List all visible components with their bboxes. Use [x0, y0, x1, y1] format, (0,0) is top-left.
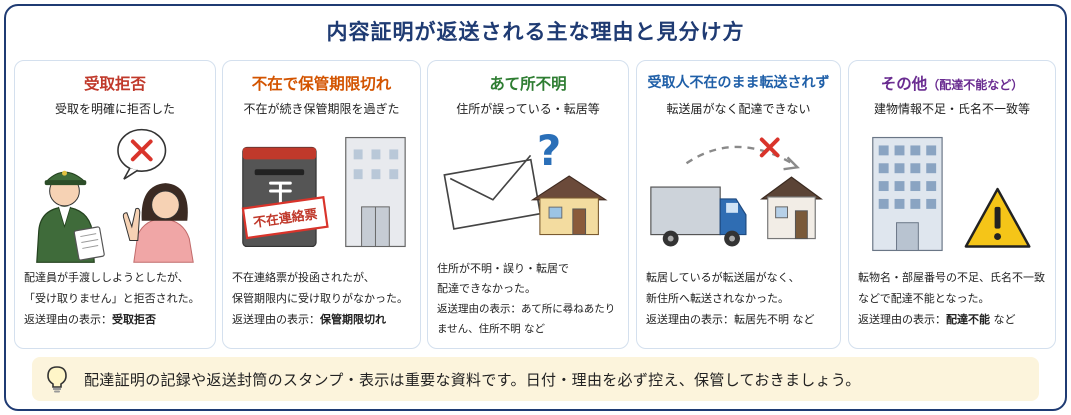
- card-subtitle: 建物情報不足・氏名不一致等: [873, 102, 1030, 116]
- display-value: 保管期限切れ: [320, 313, 386, 326]
- card-subtitle: 受取を明確に拒否した: [54, 102, 175, 116]
- expired-illustration: 不在連絡票: [241, 136, 406, 248]
- card-title: 受取拒否: [83, 75, 146, 93]
- page-title: 内容証明が返送される主な理由と見分け方: [326, 20, 745, 44]
- card-subtitle: 不在が続き保管期限を過ぎた: [243, 102, 400, 116]
- refusal-bubble-icon: [117, 128, 167, 180]
- footer-note-box: 配達証明の記録や返送封筒のスタンプ・表示は重要な資料です。日付・理由を必ず控え、…: [32, 357, 1039, 401]
- other-illustration: [872, 136, 1031, 252]
- card-description: 不在連絡票が投函されたが、 保管期限内に受け取りがなかった。 返送理由の表示：保…: [232, 267, 414, 330]
- card-expired: 不在で保管期限切れ 不在が続き保管期限を過ぎた 不在連絡票 不在連絡票が: [222, 60, 421, 349]
- card-description: 住所が不明・誤り・転居で 配達できなかった。 返送理由の表示：あて所に尋ねあたり…: [437, 259, 622, 339]
- display-value: 配達不能: [946, 313, 990, 326]
- card-title: その他（配達不能など）: [849, 72, 1055, 94]
- card-title: 受取人不在のまま転送されず: [647, 75, 830, 91]
- card-other: その他（配達不能など） 建物情報不足・氏名不一致等: [848, 60, 1056, 349]
- description-line: 住所が不明・誤り・転居で: [437, 262, 569, 275]
- return-reason-display: 返送理由の表示：受取拒否: [24, 309, 209, 330]
- description-line: 転居しているが転送届がなく、: [646, 271, 800, 284]
- x-mark-icon: [759, 137, 780, 158]
- card-subtitle: 住所が誤っている・転居等: [456, 102, 600, 116]
- card-title: あて所不明: [489, 75, 567, 93]
- description-line: 返送理由の表示：あて所に尋ねあたり: [437, 303, 616, 315]
- refusal-illustration: [36, 128, 194, 263]
- card-title-main: その他: [880, 75, 928, 93]
- description-line: などで配達不能となった。: [858, 292, 990, 305]
- description-line: 「受け取りません」と拒否された。: [24, 292, 200, 305]
- not-forwarded-illustration: [650, 137, 824, 247]
- recipient-woman-icon: [122, 183, 194, 263]
- card-description: 転居しているが転送届がなく、 新住所へ転送されなかった。 返送理由の表示：転居先…: [646, 267, 834, 330]
- return-reason-display: 返送理由の表示：保管期限切れ: [232, 309, 414, 330]
- building-icon: [345, 136, 406, 248]
- card-subtitle: 転送届がなく配達できない: [666, 102, 811, 116]
- display-label: 返送理由の表示：: [232, 313, 320, 326]
- description-line: 新住所へ転送されなかった。: [646, 292, 789, 305]
- card-unknown-address: あて所不明 住所が誤っている・転居等 ? 住所が不明・誤り・転居で 配達できなか…: [427, 60, 629, 349]
- display-suffix: など: [990, 313, 1016, 326]
- footer-note-text: 配達証明の記録や返送封筒のスタンプ・表示は重要な資料です。日付・理由を必ず控え、…: [84, 371, 861, 389]
- card-description: 配達員が手渡ししようとしたが、 「受け取りません」と拒否された。 返送理由の表示…: [24, 267, 209, 330]
- card-refused: 受取拒否 受取を明確に拒否した 配達員が手: [14, 60, 216, 349]
- description-line: 保管期限内に受け取りがなかった。: [232, 292, 408, 305]
- description-line: 配達できなかった。: [437, 282, 536, 295]
- display-label: 返送理由の表示：: [858, 313, 946, 326]
- delivery-truck-icon: [650, 186, 747, 247]
- card-not-forwarded: 受取人不在のまま転送されず 転送届がなく配達できない 転居しているが転送届がなく…: [636, 60, 841, 349]
- apartment-building-icon: [872, 136, 943, 252]
- house-icon: [530, 175, 608, 236]
- warning-icon: [964, 187, 1031, 248]
- svg-text:?: ?: [537, 126, 561, 175]
- display-value: 受取拒否: [112, 313, 156, 326]
- display-label: 返送理由の表示：: [24, 313, 112, 326]
- absence-notice-icon: 不在連絡票: [241, 196, 329, 240]
- unknown-address-illustration: ?: [443, 126, 608, 236]
- card-description: 転物名・部屋番号の不足、氏名不一致 などで配達不能となった。 返送理由の表示：配…: [858, 267, 1049, 330]
- question-mark-icon: ?: [537, 126, 561, 175]
- lightbulb-icon: [47, 366, 67, 393]
- house-icon: [759, 176, 824, 240]
- card-title-sub: （配達不能など）: [927, 78, 1024, 92]
- description-line: 転物名・部屋番号の不足、氏名不一致: [858, 271, 1045, 284]
- description-line: ません、住所不明 など: [437, 323, 546, 335]
- postal-worker-icon: [36, 170, 105, 263]
- return-reason-display: 返送理由の表示：配達不能 など: [858, 309, 1049, 330]
- card-title: 不在で保管期限切れ: [251, 75, 392, 93]
- envelope-icon: [443, 154, 542, 230]
- description-line: 不在連絡票が投函されたが、: [232, 271, 375, 284]
- description-line: 配達員が手渡ししようとしたが、: [24, 271, 189, 284]
- description-line: 返送理由の表示：転居先不明 など: [646, 313, 815, 326]
- forward-arrow-icon: [685, 145, 800, 171]
